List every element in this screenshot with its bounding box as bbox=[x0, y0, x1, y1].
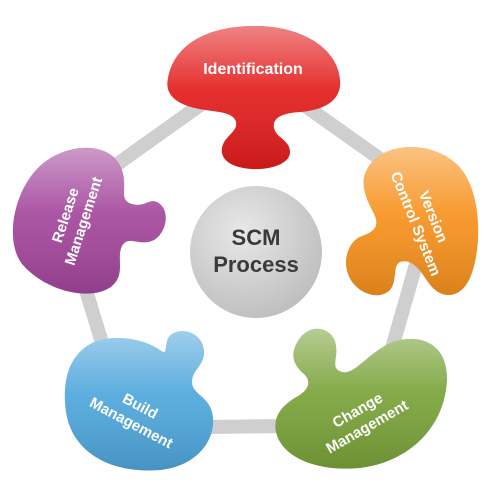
center-node: SCM Process bbox=[190, 186, 322, 318]
piece-change-management-gloss bbox=[275, 328, 447, 469]
center-circle bbox=[190, 186, 322, 318]
piece-identification-gloss bbox=[167, 25, 341, 170]
piece-release-management: Release Management bbox=[12, 147, 166, 294]
piece-identification-label: Identification bbox=[203, 61, 303, 78]
piece-release-management-gloss bbox=[12, 147, 166, 294]
piece-version-control-gloss bbox=[345, 147, 479, 296]
piece-build-management: Build Management bbox=[64, 331, 214, 471]
piece-identification: Identification bbox=[167, 25, 341, 170]
piece-build-management-gloss bbox=[64, 331, 214, 471]
piece-version-control: Version Control System bbox=[345, 147, 479, 296]
center-label-line1: SCM bbox=[232, 225, 281, 250]
piece-change-management: Change Management bbox=[275, 328, 447, 469]
center-label-line2: Process bbox=[213, 252, 299, 277]
